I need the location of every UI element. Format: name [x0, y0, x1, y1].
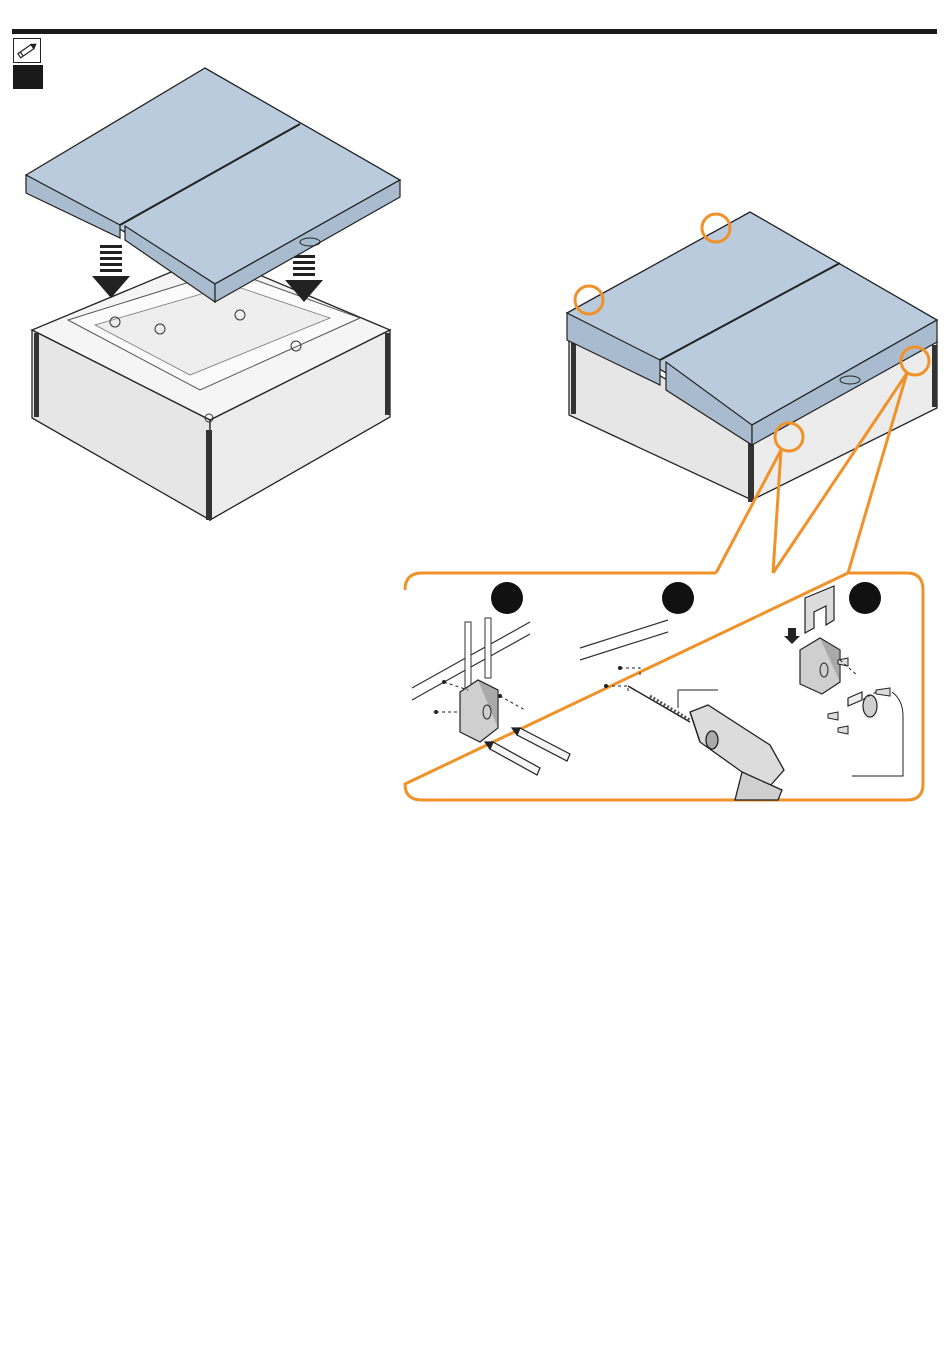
down-arrow-icon	[92, 245, 130, 298]
step-1-badge	[491, 582, 523, 614]
step-3-badge	[849, 582, 881, 614]
detail-panel	[405, 573, 923, 800]
step-2-badge	[662, 582, 694, 614]
bath-cover	[26, 68, 400, 302]
